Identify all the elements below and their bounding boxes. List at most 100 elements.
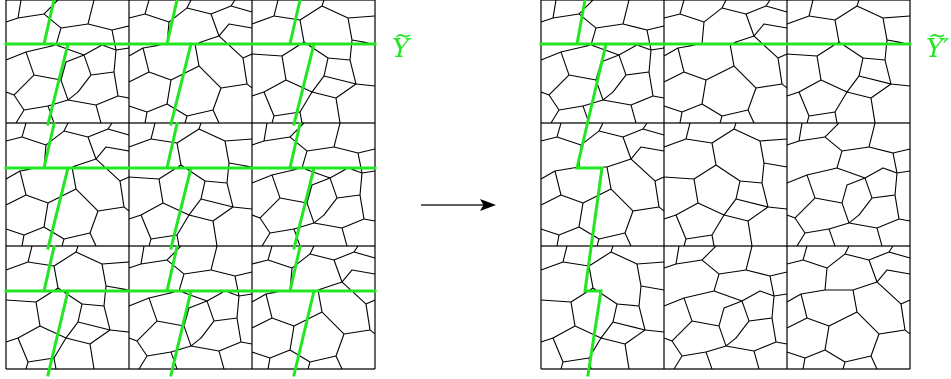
cell-edge <box>210 269 236 277</box>
cell-edge <box>178 273 185 292</box>
cell-edge <box>578 0 594 15</box>
cell-edge <box>128 214 142 220</box>
cell-edge <box>711 142 717 166</box>
cell-edge <box>89 329 111 345</box>
cell-edge <box>289 325 295 351</box>
cell-edge <box>683 71 707 81</box>
cell-edge <box>226 182 234 208</box>
green-slanted-cut <box>288 0 302 46</box>
cell-edge <box>622 128 644 138</box>
cell-edge <box>101 263 107 287</box>
cell-edge <box>95 104 102 124</box>
cell-edge <box>105 285 130 291</box>
cell-edge <box>636 263 642 287</box>
cell-edge <box>894 194 900 220</box>
cell-edge <box>242 57 248 85</box>
cell-edge <box>652 95 665 99</box>
cell-edge <box>335 333 345 357</box>
cell-edge <box>136 340 148 357</box>
cell-edge <box>17 0 22 19</box>
cell-edge <box>186 7 212 15</box>
cell-edge <box>166 79 172 105</box>
cell-edge <box>685 122 691 140</box>
cell-edge <box>683 290 715 299</box>
cell-edge <box>323 57 329 77</box>
green-stepped-cut <box>575 0 587 46</box>
cell-edge <box>588 265 594 289</box>
cell-edge <box>238 293 253 297</box>
cell-edge <box>721 0 727 9</box>
cell-edge <box>353 245 359 253</box>
cell-edge <box>269 228 295 234</box>
cell-edge <box>200 180 206 200</box>
cell-edge <box>87 0 95 25</box>
cell-edge <box>663 337 673 342</box>
cell-edge <box>796 232 806 247</box>
cell-edge <box>306 202 315 224</box>
cell-edge <box>864 167 884 179</box>
cell-edge <box>870 355 878 370</box>
cell-edge <box>200 320 215 339</box>
green-slanted-cut <box>292 289 316 377</box>
green-slanted-cut <box>288 245 302 293</box>
cell-edge <box>876 227 883 247</box>
cell-edge <box>347 15 376 19</box>
green-slanted-cut <box>46 42 70 126</box>
cell-edge <box>560 194 584 204</box>
cell-edge <box>190 337 202 347</box>
cell-edge <box>786 317 808 329</box>
cell-edge <box>804 228 830 234</box>
cell-edge <box>721 7 747 15</box>
cell-edge <box>176 142 182 166</box>
cell-edge <box>679 111 683 124</box>
cell-edge <box>107 128 130 136</box>
cell-edge <box>540 91 550 96</box>
cell-edge <box>142 47 150 73</box>
cell-edge <box>876 269 888 283</box>
tilde-mark-right: ~ <box>928 24 947 49</box>
green-slanted-cut <box>46 166 70 250</box>
cell-edge <box>53 357 57 370</box>
cell-edge <box>713 273 720 292</box>
cell-edge <box>681 103 703 113</box>
cell-edge <box>336 194 361 199</box>
cell-edge <box>558 226 580 236</box>
cell-edge <box>741 290 761 302</box>
cell-edge <box>190 345 220 352</box>
cell-edge <box>27 245 33 263</box>
cell-edge <box>733 128 761 142</box>
cell-edge <box>868 259 878 283</box>
cell-edge <box>333 122 341 148</box>
cell-edge <box>711 214 725 236</box>
cell-edge <box>828 228 836 247</box>
cell-edge <box>673 355 683 370</box>
cell-edge <box>323 75 357 85</box>
cell-edge <box>271 174 281 199</box>
cell-edge <box>107 122 113 130</box>
cell-edge <box>904 329 911 335</box>
cell-edge <box>721 109 749 117</box>
cell-edge <box>198 128 226 142</box>
cell-edge <box>638 285 642 307</box>
cell-edge <box>663 214 677 220</box>
cell-edge <box>777 53 788 59</box>
cell-edge <box>204 180 228 184</box>
cell-edge <box>786 351 806 359</box>
cell-edge <box>798 79 822 93</box>
cell-edge <box>224 138 253 142</box>
cell-edge <box>224 140 230 164</box>
cell-edge <box>271 115 275 124</box>
cell-edge <box>267 259 293 269</box>
cell-edge <box>856 311 880 335</box>
cell-edge <box>33 74 62 81</box>
cell-edge <box>800 293 808 319</box>
cell-edge <box>198 122 202 130</box>
cell-edge <box>27 357 55 363</box>
cell-edge <box>183 325 192 347</box>
cell-edge <box>747 87 757 111</box>
cell-edge <box>713 290 743 302</box>
cell-edge <box>77 74 92 93</box>
cell-edge <box>128 297 150 307</box>
cell-edge <box>311 91 337 99</box>
cell-edge <box>763 162 788 168</box>
